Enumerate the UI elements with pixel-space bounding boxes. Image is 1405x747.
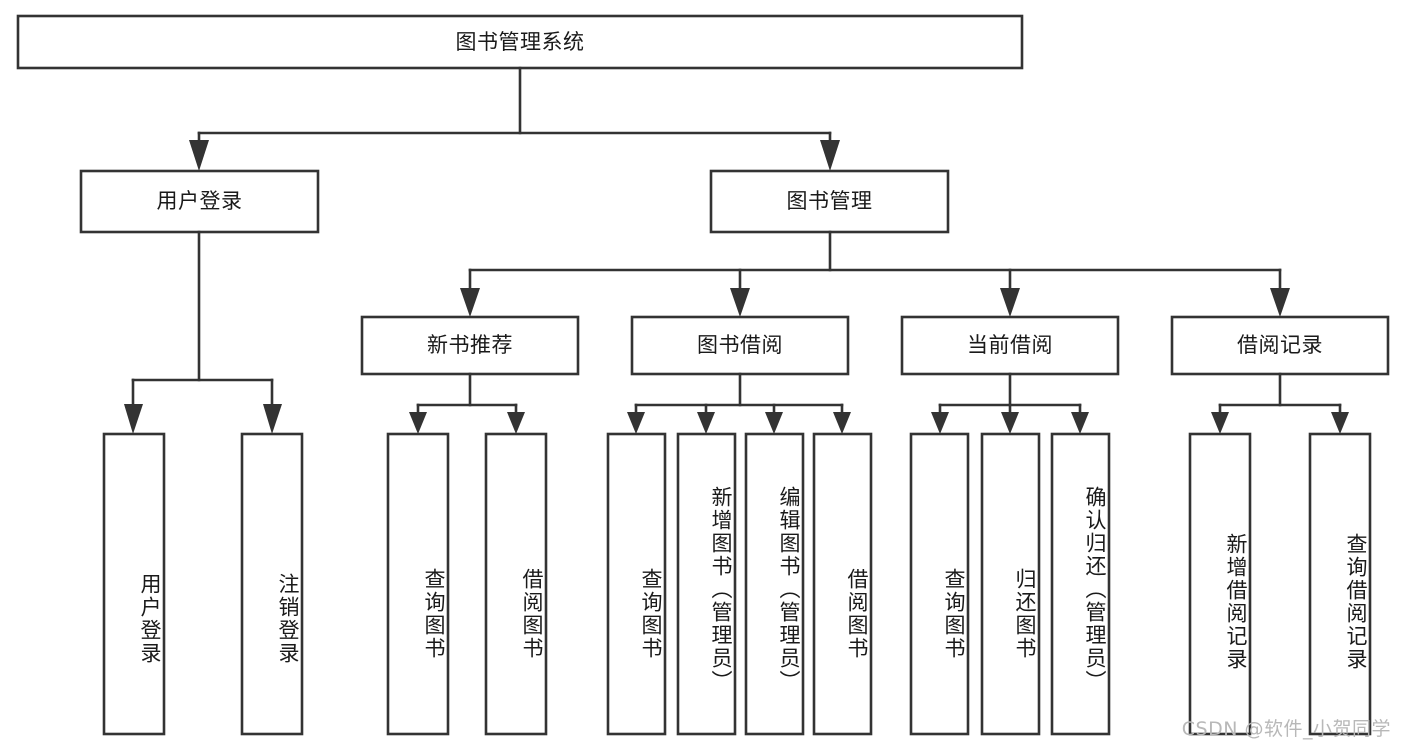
connector-borrow-record-to-leaves [1211, 372, 1349, 434]
leaf-current-1-box[interactable] [909, 432, 970, 736]
leaf-new-book-2-box[interactable] [484, 432, 548, 736]
node-root-box[interactable] [16, 14, 1024, 70]
leaf-record-2-box[interactable] [1308, 432, 1372, 736]
connector-book-manage-to-level3 [460, 230, 1290, 317]
leaf-user-login-1-box[interactable] [102, 432, 166, 736]
connector-user-login-to-leaves [124, 230, 282, 434]
leaf-borrow-3-box[interactable] [744, 432, 805, 736]
leaf-current-2-box[interactable] [980, 432, 1041, 736]
node-user-login-box[interactable] [79, 169, 320, 234]
node-current-borrow-box[interactable] [900, 315, 1120, 376]
node-borrow-record-box[interactable] [1170, 315, 1390, 376]
leaf-current-3-box[interactable] [1050, 432, 1111, 736]
leaf-borrow-1-box[interactable] [606, 432, 667, 736]
connector-root-to-level2 [189, 66, 840, 171]
leaf-new-book-1-box[interactable] [386, 432, 450, 736]
leaf-record-1-box[interactable] [1188, 432, 1252, 736]
leaf-user-login-2-box[interactable] [240, 432, 304, 736]
connector-new-book-to-leaves [409, 372, 525, 434]
node-book-manage-box[interactable] [709, 169, 950, 234]
connector-current-borrow-to-leaves [931, 372, 1089, 434]
node-book-borrow-box[interactable] [630, 315, 850, 376]
connector-book-borrow-to-leaves [627, 372, 851, 434]
leaf-borrow-4-box[interactable] [812, 432, 873, 736]
watermark-text: CSDN @软件_小贺同学 [1181, 718, 1391, 740]
leaf-borrow-2-box[interactable] [676, 432, 737, 736]
node-new-book-rec-box[interactable] [360, 315, 580, 376]
